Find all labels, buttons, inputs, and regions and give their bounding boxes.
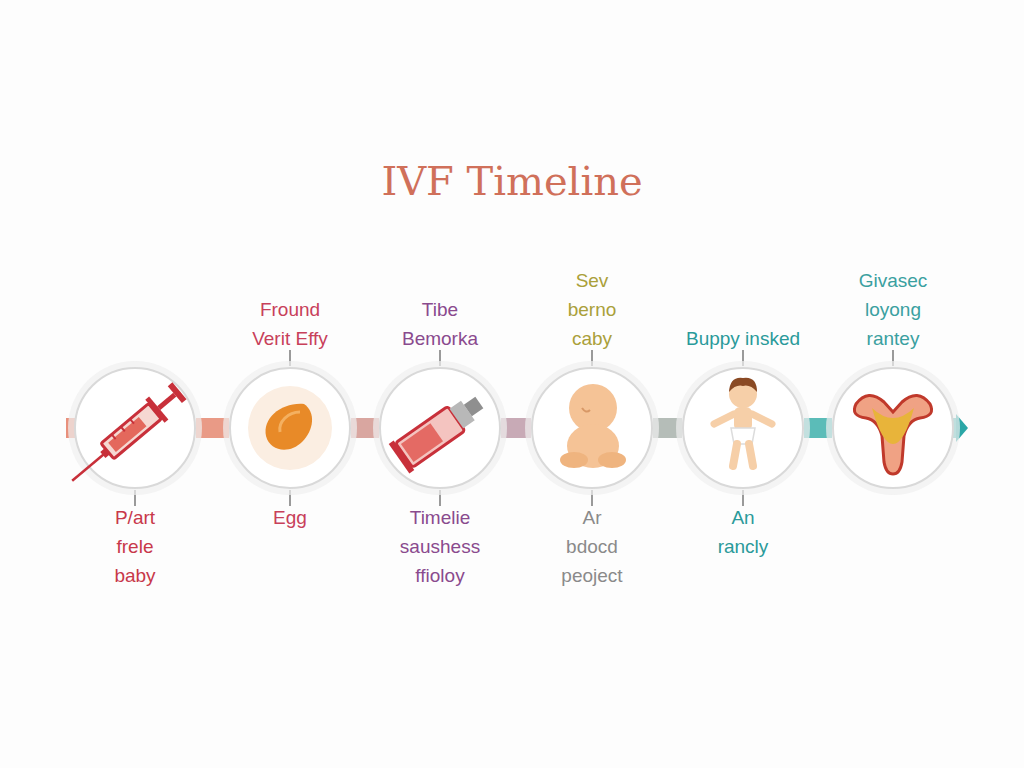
stage-circle: Fround Verit EffyEgg (229, 367, 351, 489)
stage-label: Ar bdocd peoject (554, 503, 630, 590)
stage-circle: Tibe BemorkaTimelie saushess ffioloy (379, 367, 501, 489)
stage-heading: Fround Verit Effy (250, 295, 330, 353)
stage-heading: Givasec loyong rantey (851, 266, 935, 353)
stage-label: P/art frele baby (100, 503, 170, 590)
vial-icon (389, 388, 490, 474)
stage-heading: Buppy insked (648, 324, 838, 353)
stage-circle: Sev berno cabyAr bdocd peoject (531, 367, 653, 489)
tick-marks (135, 350, 893, 506)
timeline-arrowhead (956, 414, 968, 442)
stage-label: Timelie saushess ffioloy (390, 503, 490, 590)
timeline-segment (351, 418, 379, 438)
stage-label: An rancly (708, 503, 778, 561)
syringe-icon (63, 379, 190, 492)
stage-heading: Sev berno caby (561, 266, 623, 353)
stage-circle: P/art frele baby (74, 367, 196, 489)
stage-circle: Buppy inskedAn rancly (682, 367, 804, 489)
stage-circle: Givasec loyong rantey (832, 367, 954, 489)
baby-icon (714, 378, 772, 466)
uterus-icon (854, 395, 931, 474)
fetus-icon (560, 384, 626, 468)
timeline-segment (501, 418, 531, 438)
timeline-segment (653, 418, 682, 438)
diagram-title: IVF Timeline (0, 158, 1024, 204)
egg-icon (248, 386, 332, 470)
timeline-segment (196, 418, 229, 438)
timeline-segment (804, 418, 832, 438)
stage-label: Egg (250, 503, 330, 532)
stage-heading: Tibe Bemorka (390, 295, 490, 353)
